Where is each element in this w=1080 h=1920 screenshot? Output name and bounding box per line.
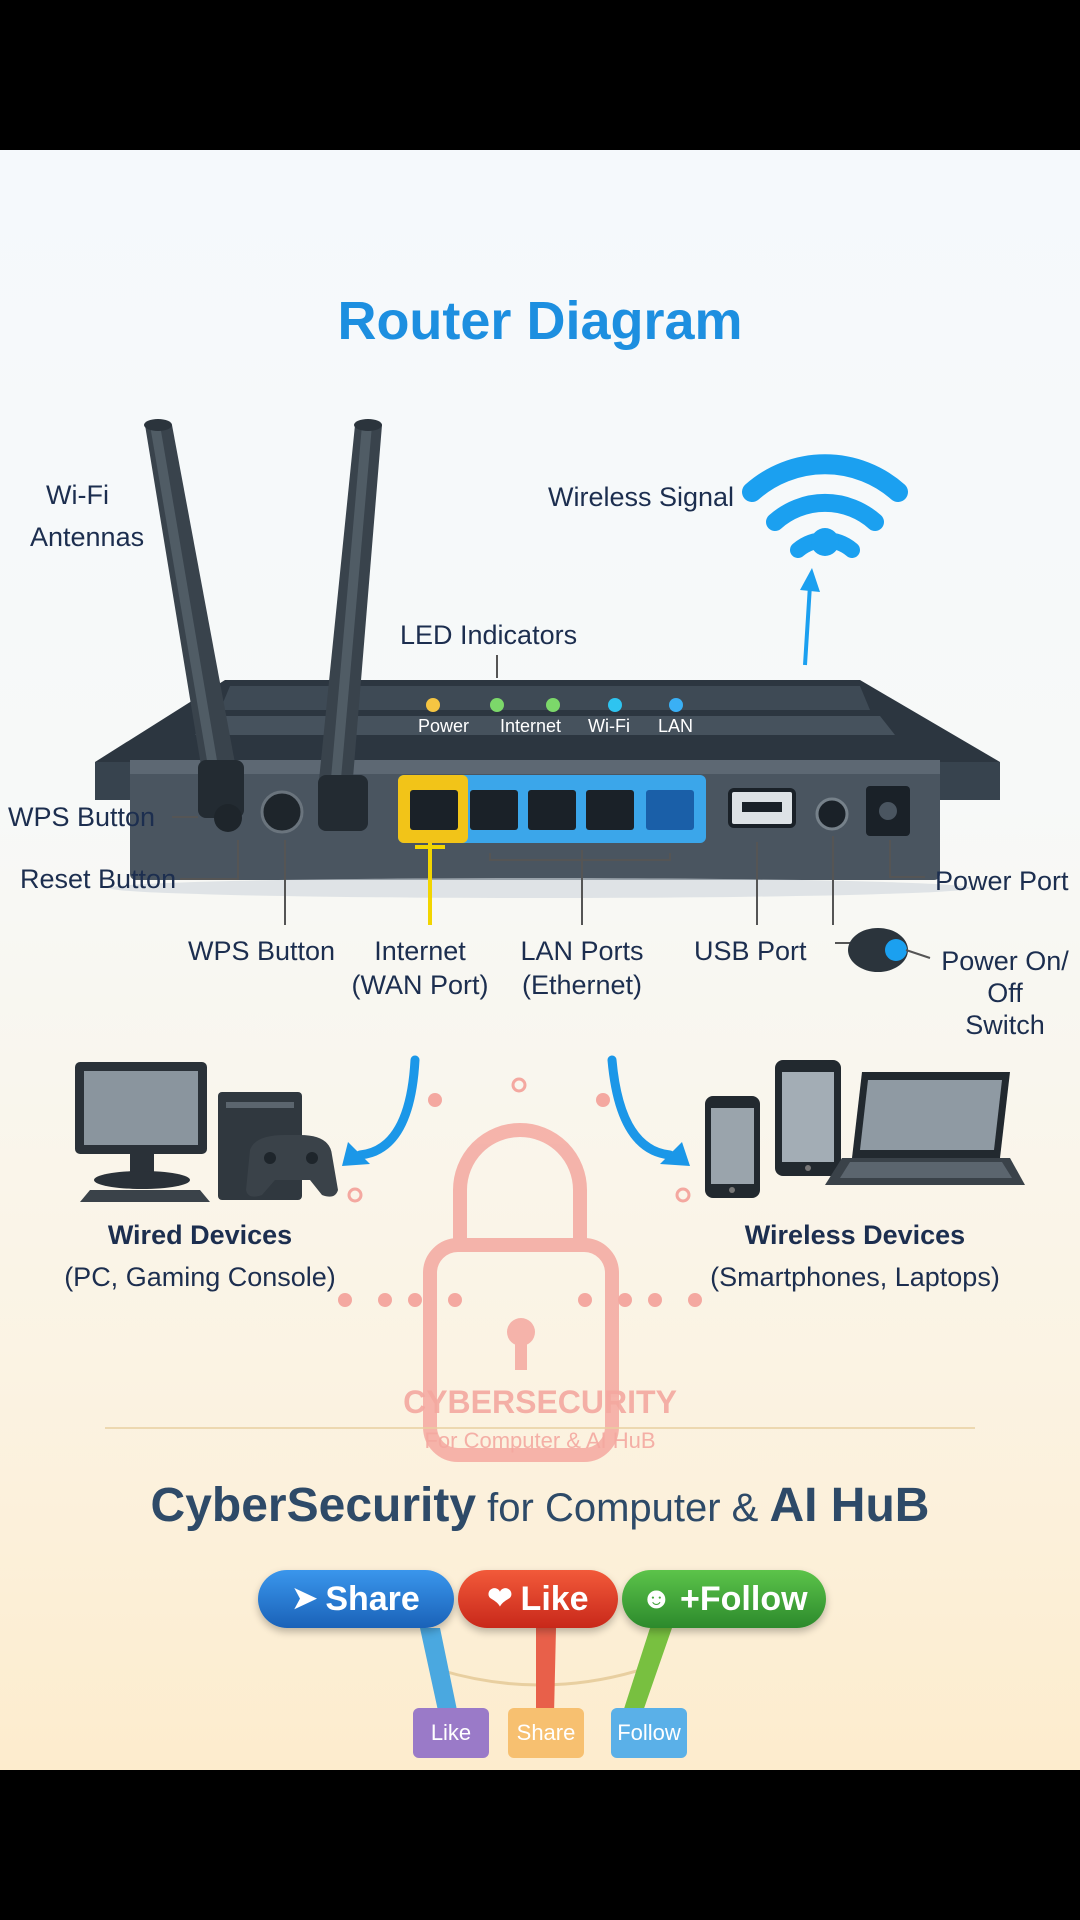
ethernet-ports: [410, 790, 694, 830]
label-power-switch-line1: Power On/: [941, 946, 1069, 976]
label-reset-button: Reset Button: [20, 864, 177, 894]
antenna-left: [144, 419, 244, 818]
label-power-switch-line3: Switch: [965, 1010, 1045, 1040]
label-wifi-antennas-line1: Wi-Fi: [46, 480, 109, 510]
led-label-lan: LAN: [658, 716, 694, 736]
label-usb-port: USB Port: [694, 936, 807, 966]
like-button-label: Like: [520, 1579, 589, 1618]
router-illustration: [75, 419, 1025, 1720]
label-power-port: Power Port: [935, 866, 1069, 896]
desktop-monitor-icon: [75, 1062, 210, 1202]
led-label-internet: Internet: [500, 716, 562, 736]
signal-arrow-icon: [800, 568, 820, 666]
heart-icon: ❤: [487, 1582, 513, 1615]
follow-button[interactable]: ☻ +Follow: [622, 1570, 826, 1628]
brand-part-middle: for Computer &: [476, 1486, 770, 1530]
circuit-dots: [338, 1077, 702, 1307]
tag-follow: Follow: [611, 1708, 687, 1758]
led-dots: [426, 698, 683, 712]
tag-like: Like: [413, 1708, 489, 1758]
share-button-label: Share: [325, 1579, 420, 1618]
smartphone-icon: [705, 1096, 760, 1198]
tablet-icon: [775, 1060, 841, 1176]
brand-line: CyberSecurity for Computer & AI HuB: [0, 1478, 1080, 1533]
label-lan-ports-line1: LAN Ports: [520, 936, 644, 966]
label-internet-line1: Internet: [374, 936, 466, 966]
label-led-indicators: LED Indicators: [400, 620, 578, 650]
label-internet-line2: (WAN Port): [351, 970, 489, 1000]
wireless-devices-subtitle: (Smartphones, Laptops): [710, 1262, 1000, 1292]
label-wps-button-left: WPS Button: [8, 802, 156, 832]
curve-arrow-right-icon: [607, 1055, 690, 1166]
label-lan-ports-line2: (Ethernet): [521, 970, 643, 1000]
share-icon: ➤: [292, 1582, 318, 1615]
like-button[interactable]: ❤ Like: [458, 1570, 618, 1628]
share-button[interactable]: ➤ Share: [258, 1570, 454, 1628]
gamepad-icon: [246, 1135, 338, 1197]
brand-part-cybersecurity: CyberSecurity: [150, 1479, 477, 1532]
led-label-power: Power: [418, 716, 470, 736]
wired-devices-title: Wired Devices: [107, 1220, 293, 1250]
label-wireless-signal: Wireless Signal: [548, 482, 735, 512]
padlock-icon: [423, 1123, 619, 1462]
label-wifi-antennas-line2: Antennas: [30, 522, 145, 552]
wired-devices-subtitle: (PC, Gaming Console): [64, 1262, 336, 1292]
wireless-devices-title: Wireless Devices: [744, 1220, 966, 1250]
led-label-wifi: Wi-Fi: [588, 716, 630, 736]
page-title: Router Diagram: [337, 291, 743, 351]
wifi-signal-icon: [742, 454, 908, 558]
follow-button-label: +Follow: [680, 1579, 808, 1618]
router-diagram-poster: Router Diagram Wi-Fi Antennas Wireless S…: [0, 150, 1080, 1770]
button-ribbons: [420, 1628, 672, 1720]
label-power-switch-line2: Off: [987, 978, 1023, 1008]
laptop-icon: [825, 1072, 1025, 1185]
curve-arrow-left-icon: [342, 1055, 420, 1166]
watermark-title: CYBERSECURITY: [403, 1384, 677, 1420]
antenna-right: [318, 419, 382, 831]
brand-part-aihub: AI HuB: [769, 1479, 930, 1532]
user-icon: ☻: [640, 1582, 673, 1615]
tag-share: Share: [508, 1708, 584, 1758]
power-switch-icon: [848, 928, 931, 972]
watermark-subtitle: For Computer & AI HuB: [424, 1428, 656, 1453]
label-wps-button: WPS Button: [188, 936, 336, 966]
